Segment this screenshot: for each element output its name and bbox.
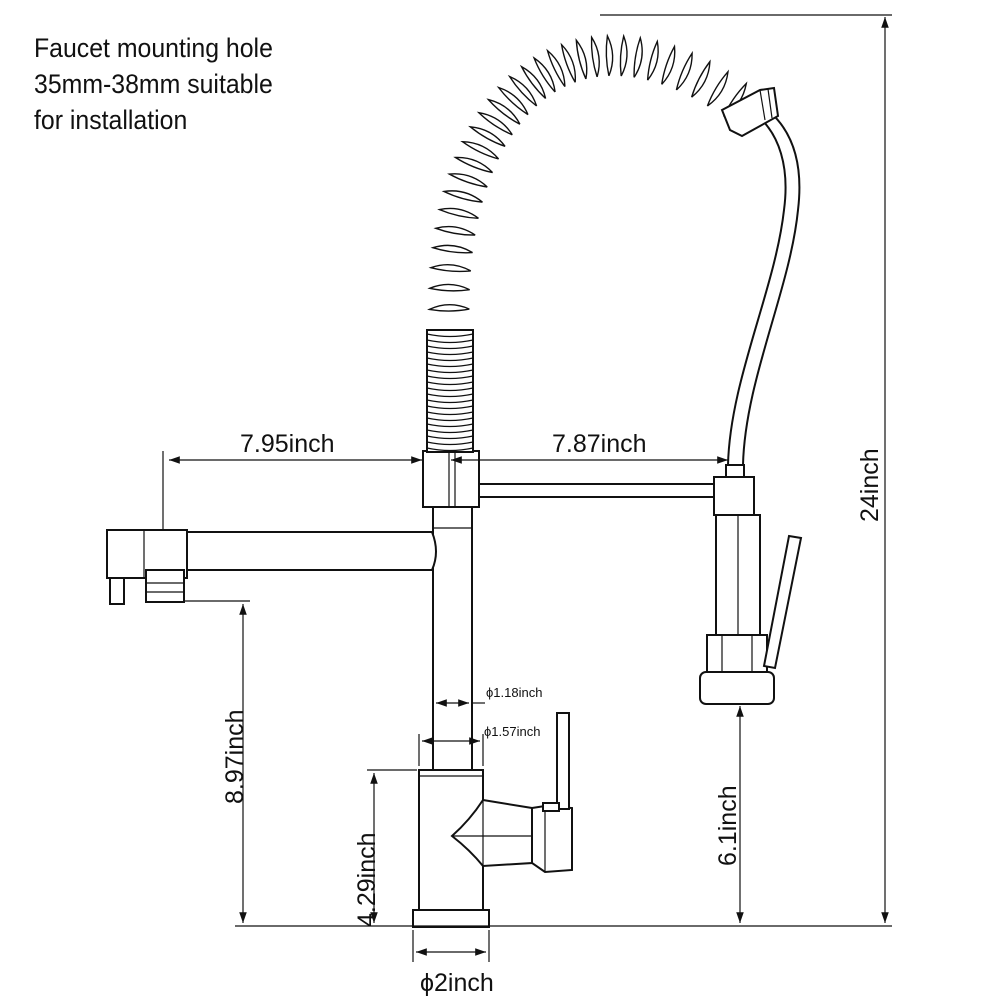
dim-total-height: 24inch	[856, 448, 884, 522]
spring-coil	[426, 423, 474, 428]
spring-coil	[496, 86, 529, 116]
spring-coil	[426, 441, 474, 446]
spring-coil	[453, 156, 494, 174]
side-handle-lever	[556, 712, 570, 810]
sprayer-holder-collar	[713, 476, 755, 516]
base-plate	[412, 909, 490, 928]
sprayer-trigger	[762, 534, 803, 670]
spring-coil	[690, 59, 711, 98]
note-line-1: Faucet mounting hole	[34, 33, 273, 63]
spring-coil	[426, 375, 474, 380]
faucet-drawing	[106, 33, 803, 928]
spring-coil	[507, 74, 538, 107]
spout-pin	[109, 577, 125, 605]
spray-head	[720, 86, 780, 138]
swivel-spout	[186, 531, 437, 571]
mounting-hole-note: Faucet mounting hole 35mm-38mm suitable …	[34, 30, 273, 138]
spring-coil	[426, 333, 474, 338]
spring-coil	[427, 283, 471, 292]
spring-coil	[426, 435, 474, 440]
spring-coil	[646, 39, 659, 81]
dim-tube-diameter-small: ϕ1.18inch	[486, 685, 542, 700]
sprayer-hose	[727, 117, 787, 466]
spring-coil	[441, 190, 483, 203]
spring-coil	[590, 35, 600, 78]
spring-coil	[447, 173, 488, 188]
sprayer-hose-neck	[725, 464, 745, 478]
spring-coil	[706, 69, 729, 107]
spout-aerator	[145, 569, 185, 603]
dim-base-diameter: ϕ2inch	[420, 969, 494, 997]
dim-spout-height: 8.97inch	[221, 709, 249, 804]
side-handle-base	[531, 804, 573, 874]
spring-coil	[605, 33, 614, 77]
holder-bar	[478, 483, 716, 498]
spring-coil	[519, 64, 547, 100]
upper-spring	[427, 33, 748, 312]
spring-coil	[476, 111, 513, 136]
spring-coil	[426, 363, 474, 368]
lower-tube	[432, 504, 473, 771]
spring-coil	[426, 339, 474, 344]
dimension-lines	[162, 14, 892, 962]
sprayer-nut	[706, 634, 768, 673]
spring-coil	[426, 369, 474, 374]
spring-coil	[575, 37, 588, 80]
spring-coil	[661, 44, 676, 85]
spring-coil	[426, 417, 474, 422]
dim-body-height: 4.29inch	[353, 832, 381, 927]
spring-coil	[426, 429, 474, 434]
dim-sprayer-height: 6.1inch	[714, 785, 742, 866]
spring-coil	[675, 50, 693, 91]
spring-coil	[532, 56, 556, 93]
spring-coil	[426, 405, 474, 410]
spring-coil	[560, 42, 577, 83]
spring-coil	[426, 351, 474, 356]
note-line-2: 35mm-38mm suitable	[34, 69, 273, 99]
spring-coil	[426, 387, 474, 392]
spring-coil	[437, 207, 479, 219]
spring-coil	[427, 304, 470, 312]
spring-coil	[433, 225, 476, 236]
spring-coil	[426, 357, 474, 362]
spring-coil	[633, 35, 643, 78]
spring-coil	[426, 381, 474, 386]
spring-coil	[468, 125, 506, 148]
sprayer-nozzle	[699, 671, 775, 705]
dim-left-reach: 7.95inch	[240, 430, 335, 458]
dim-tube-diameter-large: ϕ1.57inch	[484, 724, 540, 739]
dim-right-reach: 7.87inch	[552, 430, 647, 458]
spring-coil	[426, 399, 474, 404]
spring-coil	[486, 98, 521, 125]
spring-coil	[430, 244, 473, 254]
spring-coil	[619, 33, 628, 77]
spring-coil	[460, 140, 500, 160]
spring-coil	[546, 48, 566, 88]
note-line-3: for installation	[34, 105, 188, 135]
spring-coil	[426, 447, 474, 452]
spring-coil	[428, 263, 472, 273]
spring-coil	[426, 345, 474, 350]
spring-coil	[426, 411, 474, 416]
spring-coil	[426, 393, 474, 398]
